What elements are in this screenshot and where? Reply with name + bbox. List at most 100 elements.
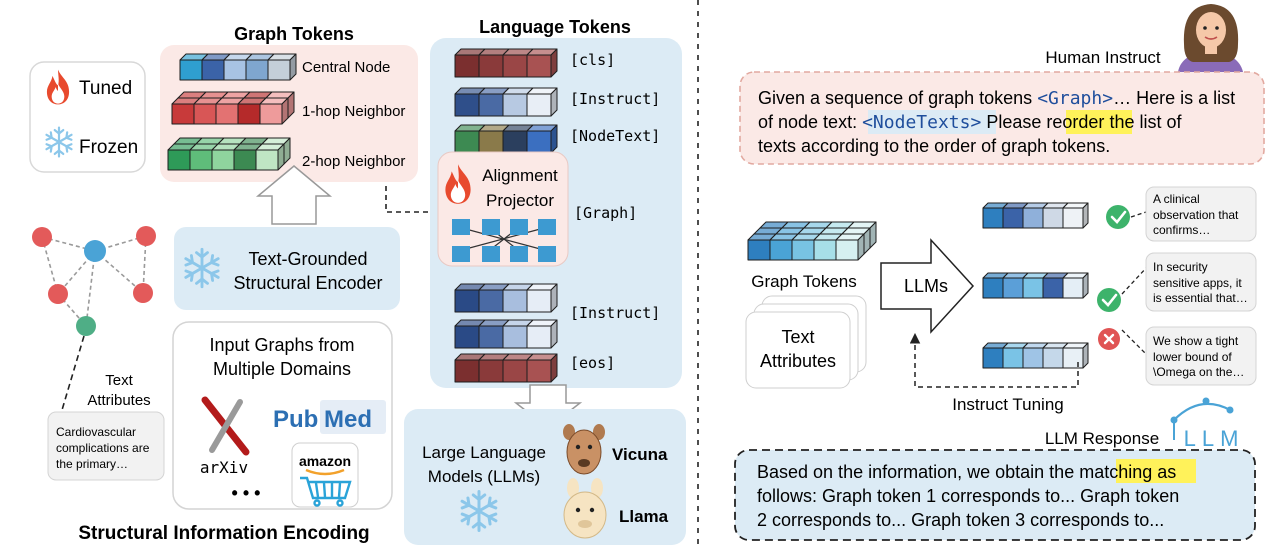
instruct-tuning-feedback-arrow [909,332,1079,388]
woman-avatar-icon [1178,4,1243,72]
cross-icon [1098,328,1120,350]
llms-arrow-label: LLMs [904,276,948,296]
card-line: sensitive apps, it [1153,276,1242,290]
llama-label: Llama [619,507,669,526]
central-node-label: Central Node [302,59,390,76]
card-line: We show a tight [1153,334,1239,348]
text-card: In security sensitive apps, it is essent… [1145,252,1257,312]
language-token-cubes [454,48,558,383]
nodetexts-tag-highlight [868,110,996,134]
matching-highlight [1116,459,1196,483]
legend-frozen-label: Frozen [79,137,138,158]
arxiv-logo: arXiv [200,396,250,477]
card-line: observation that [1153,208,1239,222]
token-cube [526,283,558,313]
input-graphs-line2: Multiple Domains [213,359,351,379]
token-instruct: [Instruct] [570,304,660,322]
instruct-line-2: of node text: <NodeTexts> Please reorder… [758,112,1182,133]
llm-logo-text: LLM [1184,426,1245,451]
token-cube [259,97,289,125]
token-eos: [eos] [570,354,615,372]
input-domains-box: Input Graphs from Multiple Domains arXiv… [172,321,393,510]
matching-word: matching [1079,462,1152,482]
llm-response-label: LLM Response [1045,429,1159,448]
pubmed-pub-text: Pub [273,406,318,433]
tuning-text-attr-line1: Text [781,327,814,347]
structural-encoder-box: Text-Grounded Structural Encoder [174,227,400,310]
text-card: A clinical observation that confirms… [1145,186,1257,242]
graph-node [32,227,52,247]
cart-icon [300,476,352,507]
pubmed-med-text: Med [324,406,372,433]
token-cube [255,143,285,171]
reorder-word: reorder [1046,112,1104,132]
card-line: \Omega on the… [1153,365,1244,379]
reorder-highlight [1066,110,1132,134]
language-tokens-title: Language Tokens [479,17,631,37]
response-line-3: 2 corresponds to... Graph token 3 corres… [757,510,1164,530]
vicuna-icon [563,424,605,475]
two-hop-label: 2-hop Neighbor [302,153,405,170]
text-attributes-line1: Text [105,372,133,389]
attribute-sample-line: Cardiovascular [56,425,136,439]
graph-placeholder-tag: <Graph> [1037,88,1113,109]
check-icon [1106,205,1130,229]
arxiv-label: arXiv [200,458,248,477]
token-cube [1062,272,1089,299]
card-line: In security [1153,260,1208,274]
instruct-tuning-label: Instruct Tuning [952,395,1064,414]
instruct-line-3: texts according to the order of graph to… [758,136,1110,156]
token-nodetext: [NodeText] [570,127,660,145]
tuning-graph-tokens-label: Graph Tokens [751,272,857,291]
token-cube [526,87,558,117]
text-card: We show a tight lower bound of \Omega on… [1145,326,1257,386]
token-cube [1062,202,1089,229]
llama-icon [563,478,607,539]
text-attribute-card: Cardiovascular complications are the pri… [47,411,165,481]
attribute-sample-line: the primary… [56,457,128,471]
llm-box-line1: Large Language [422,443,546,462]
input-graphs-line1: Input Graphs from [209,335,354,355]
response-line-2: follows: Graph token 1 corresponds to...… [757,486,1179,506]
llm-box-line2: Models (LLMs) [428,467,540,486]
card-line: confirms… [1153,223,1210,237]
token-cube [267,53,297,81]
llms-arrow [880,238,975,334]
llm-box: Large Language Models (LLMs) Vicuna Llam… [404,409,686,545]
encoder-line1: Text-Grounded [248,249,367,269]
tuning-graph-token-cubes [747,221,877,261]
legend-tuned-label: Tuned [79,78,132,99]
alignment-projector-box: Alignment Projector [437,151,569,267]
encoder-up-arrow [255,165,333,225]
legend-box: Tuned Frozen [29,61,146,173]
section-caption: Structural Information Encoding [78,523,369,544]
graph-node-central [84,240,106,262]
tuning-text-attributes-stack: Text Attributes [745,295,867,389]
text-attributes-line2: Attributes [87,392,150,409]
llm-logo: LLM [1170,397,1245,451]
token-cube [526,124,558,154]
token-cls: [cls] [570,51,615,69]
card-line: lower bound of [1153,350,1232,364]
nodetexts-placeholder-tag: <NodeTexts> [862,112,981,133]
card-line: A clinical [1153,192,1200,206]
human-instruct-text: Given a sequence of graph tokens <Graph>… [758,88,1235,156]
token-cube [526,319,558,349]
vicuna-label: Vicuna [612,445,668,464]
graph-tokens-title: Graph Tokens [234,24,354,44]
token-cube [526,353,558,383]
token-instruct: [Instruct] [570,90,660,108]
check-icon [1097,288,1121,312]
match-lines [1121,211,1149,357]
token-cube [1062,342,1089,369]
output-token-rows [982,202,1089,369]
attribute-sample-line: complications are [56,441,150,455]
response-line-1: Based on the information, we obtain the … [757,462,1176,482]
card-line: is essential that… [1153,291,1248,305]
token-cube [835,233,865,261]
more-domains-ellipsis: • • • [232,483,261,503]
projector-line2: Projector [486,191,554,210]
token-cube [526,48,558,78]
projector-line1: Alignment [482,166,558,185]
